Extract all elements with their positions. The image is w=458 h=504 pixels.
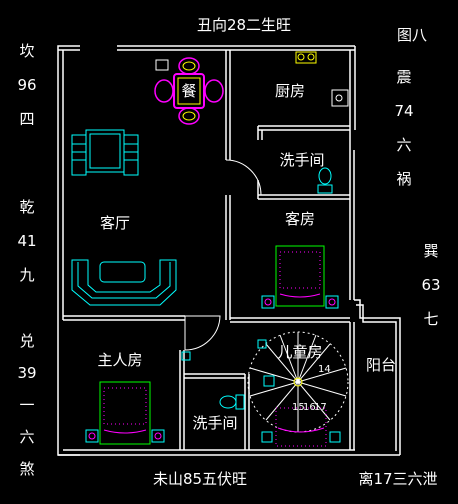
kids-bed <box>257 339 341 447</box>
svg-text:兑: 兑 <box>19 332 34 350</box>
svg-text:祸: 祸 <box>396 170 411 188</box>
side-label-qian: 乾 41 九 <box>17 198 36 284</box>
svg-text:74: 74 <box>394 102 413 120</box>
bottom-label-center: 未山85五伏旺 <box>153 470 247 488</box>
kitchen-fixtures <box>295 51 349 107</box>
stair-number: 15 <box>292 402 305 413</box>
washroom-lower-label: 洗手间 <box>192 414 237 432</box>
master-bed <box>85 381 165 445</box>
svg-text:41: 41 <box>17 232 36 250</box>
guest-bed <box>261 245 339 309</box>
svg-text:乾: 乾 <box>19 198 34 216</box>
kitchen-label: 厨房 <box>275 82 305 100</box>
svg-text:六: 六 <box>19 428 34 446</box>
sofa-set <box>71 259 177 306</box>
toilet-lower <box>181 351 245 410</box>
stair-numbers: 14 15 16 17 <box>292 364 331 413</box>
figure-label: 图八 <box>397 26 427 44</box>
svg-text:39: 39 <box>17 364 36 382</box>
svg-text:七: 七 <box>423 310 438 328</box>
stair-number: 17 <box>314 402 327 413</box>
side-label-kan: 坎 96 四 <box>17 42 36 128</box>
toilet-upper <box>317 167 333 194</box>
side-label-zhen: 震 74 六 祸 <box>394 68 413 188</box>
stair-number: 14 <box>318 364 331 375</box>
outer-wall-top <box>57 45 80 456</box>
svg-text:震: 震 <box>396 68 411 86</box>
bottom-label-right: 离17三六泄 <box>358 470 437 488</box>
dining-label: 餐 <box>181 82 196 100</box>
guest-room-label: 客房 <box>285 210 315 228</box>
svg-text:坎: 坎 <box>19 42 34 60</box>
stair-number: 16 <box>303 402 316 413</box>
door-arcs <box>184 159 262 351</box>
svg-text:96: 96 <box>17 76 36 94</box>
side-label-dui: 兑 39 一 六 煞 <box>17 332 36 478</box>
tv-cabinet <box>71 129 139 176</box>
svg-text:六: 六 <box>396 136 411 154</box>
staircase <box>247 331 349 433</box>
living-room-label: 客厅 <box>100 214 130 232</box>
balcony-label-line1: 阳台 <box>366 356 396 374</box>
side-label-xun: 巽 63 七 <box>421 242 440 328</box>
master-room-label: 主人房 <box>97 351 142 369</box>
svg-text:巽: 巽 <box>423 242 438 260</box>
svg-text:一: 一 <box>19 396 34 414</box>
svg-text:九: 九 <box>19 266 34 284</box>
svg-text:四: 四 <box>19 110 34 128</box>
kids-room-label: 儿童房 <box>277 343 322 361</box>
top-title: 丑向28二生旺 <box>197 16 291 34</box>
washroom-upper-label: 洗手间 <box>279 151 324 169</box>
dining-table <box>154 57 224 125</box>
svg-text:63: 63 <box>421 276 440 294</box>
walls <box>57 45 401 456</box>
svg-text:煞: 煞 <box>19 460 34 478</box>
